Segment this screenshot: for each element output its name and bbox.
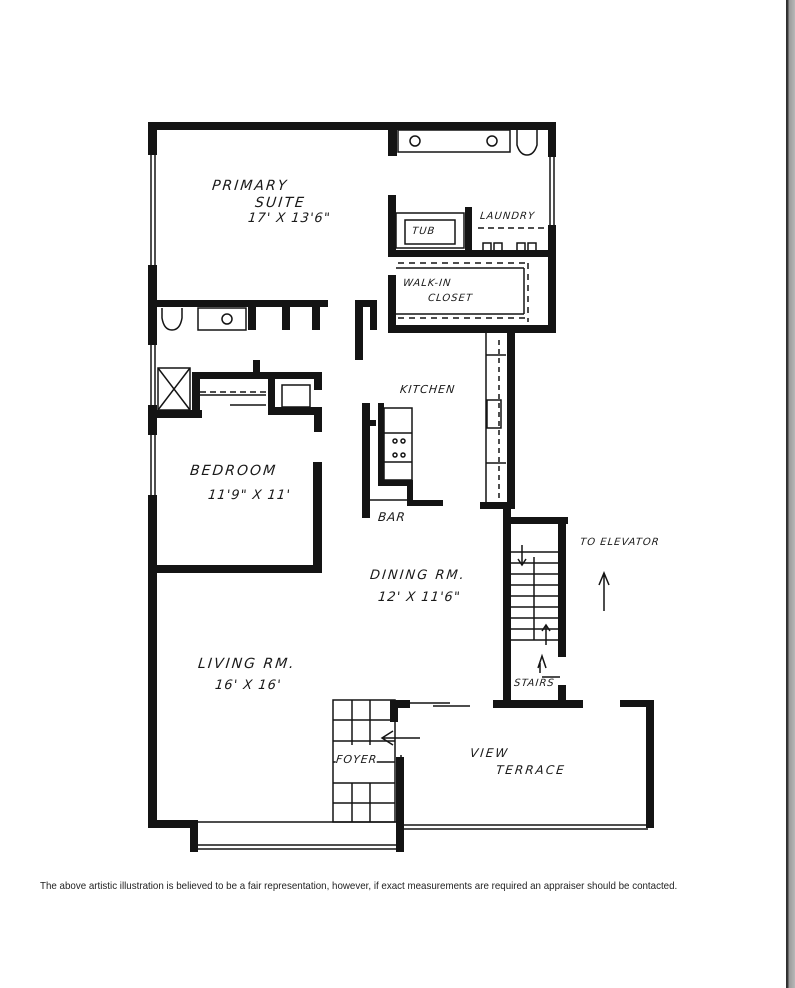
living-room-label: LIVING RM. [197, 656, 297, 672]
tub-label: TUB [411, 226, 436, 237]
view-terrace-label-line1: VIEW [469, 746, 510, 760]
scan-edge [786, 0, 795, 988]
view-terrace-label-line2: TERRACE [495, 763, 567, 777]
walls [148, 122, 654, 852]
stairs-treads [511, 545, 565, 678]
bar-label: BAR [377, 510, 407, 524]
primary-suite-label-line1: PRIMARY [211, 178, 290, 194]
bedroom-dimensions: 11'9" X 11' [207, 488, 292, 503]
walk-in-closet-label-line2: CLOSET [427, 293, 474, 304]
dining-room-dimensions: 12' X 11'6" [377, 590, 462, 605]
foyer-tiles [332, 699, 396, 823]
thin-lines [150, 129, 648, 850]
arrow-left-icon [380, 730, 420, 746]
arrow-up-icon [598, 571, 610, 611]
stairs-label: STAIRS [513, 678, 556, 689]
kitchen-label: KITCHEN [399, 383, 456, 396]
laundry-label: LAUNDRY [479, 211, 536, 222]
living-room-dimensions: 16' X 16' [214, 678, 283, 693]
bedroom-label: BEDROOM [189, 463, 278, 479]
primary-suite-dimensions: 17' X 13'6" [247, 211, 332, 226]
primary-suite-label-line2: SUITE [254, 195, 307, 211]
dining-room-label: DINING RM. [369, 568, 467, 583]
to-elevator-label: TO ELEVATOR [579, 537, 661, 548]
foyer-label: FOYER [335, 753, 378, 766]
disclaimer-text: The above artistic illustration is belie… [40, 880, 678, 892]
walk-in-closet-label-line1: WALK-IN [402, 278, 452, 289]
